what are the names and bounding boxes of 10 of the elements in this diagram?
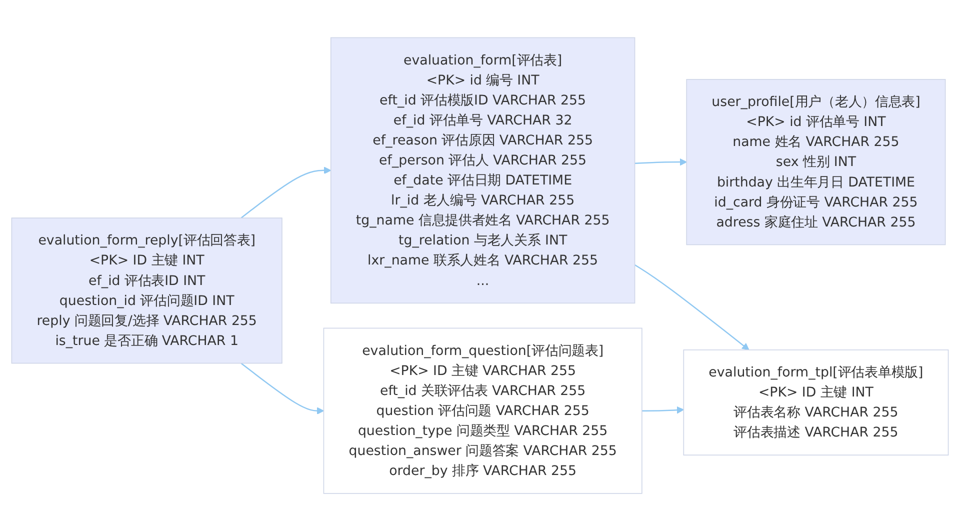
node-box: user_profile[用户（老人）信息表] <PK> id 评估单号 INT name 姓名 VARCHAR 255 sex 性别 INT birthday 出生年月日 DATETIME id_card 身份证号 VARCHAR 255 adress 家庭住址 VARCHAR 255 xyxy=(686,79,946,246)
arrow xyxy=(634,158,687,166)
node-box: evalution_form_reply[评估回答表] <PK> ID 主键 INT ef_id 评估表ID INT question_id 评估问题ID INT reply 问题回复/选择 VARCHAR 255 is_true 是否正确 VARCHAR 1 xyxy=(11,218,282,364)
arrow xyxy=(634,264,750,351)
arrow xyxy=(642,406,684,414)
arrow xyxy=(240,363,324,415)
arrow xyxy=(240,167,332,219)
node-box: evalution_form_question[评估问题表] <PK> ID 主键 VARCHAR 255 eft_id 关联评估表 VARCHAR 255 question 评估问题 VARCHAR 255 question_type 问题类型 VARCHAR 255 question_answer 问题答案 VARCHAR 255 order_by 排序 VARCHAR 255 xyxy=(323,328,642,494)
node-box: evaluation_form[评估表] <PK> id 编号 INT eft_id 评估模版ID VARCHAR 255 ef_id 评估单号 VARCHAR 32 ef_reason 评估原因 VARCHAR 255 ef_person 评估人 VARCHAR 255 ef_date 评估日期 DATETIME lr_id 老人编号 VARCHAR 255 tg_name 信息提供者姓名 VARCHAR 255 tg_relation 与老人关系 INT lxr_name 联系人姓名 VARCHAR 255 ... xyxy=(330,38,636,304)
node-box: evalution_form_tpl[评估表单模版] <PK> ID 主键 INT 评估表名称 VARCHAR 255 评估表描述 VARCHAR 255 xyxy=(683,350,949,456)
